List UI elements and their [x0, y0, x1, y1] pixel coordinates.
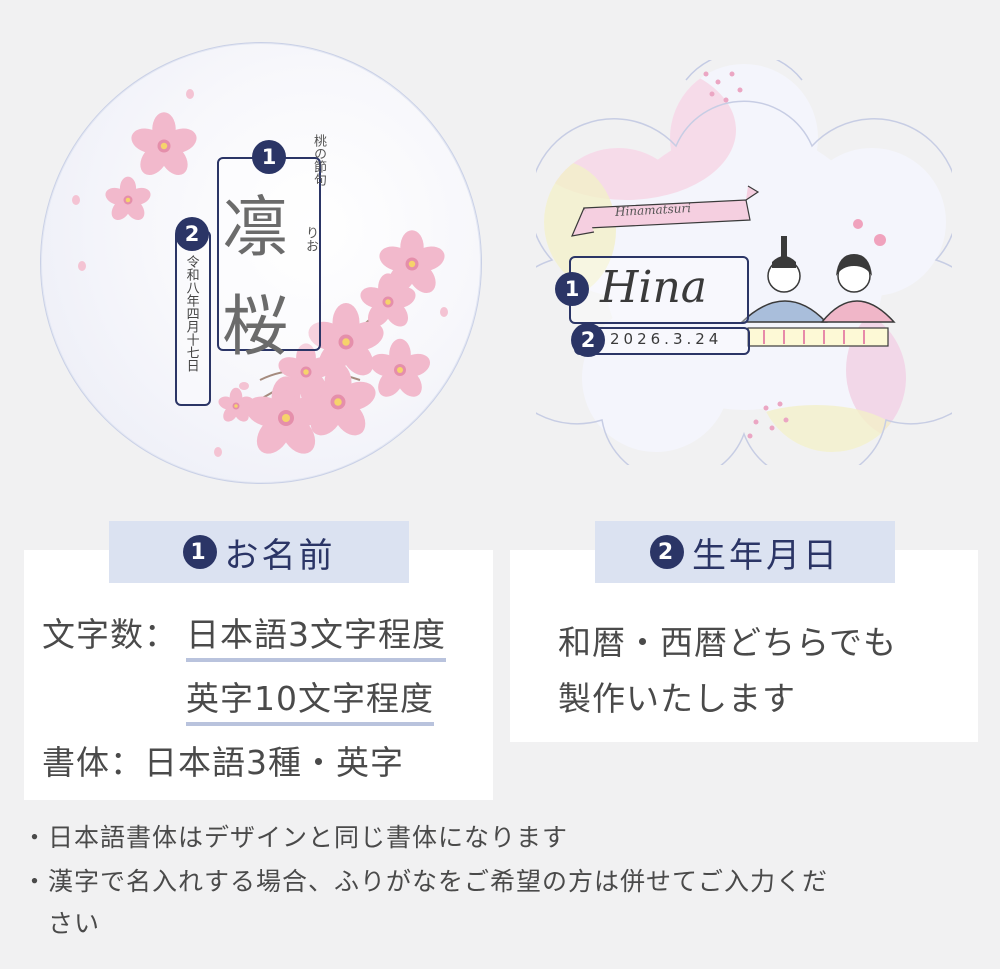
note-furigana-cont: さい: [48, 909, 101, 938]
date-tab-label: 生年月日: [692, 535, 840, 576]
plum-name-badge: 1: [555, 272, 589, 306]
plum-name-frame: [569, 256, 749, 324]
date-frame: [175, 230, 211, 406]
date-tab-badge: 2: [650, 535, 684, 569]
date-info-line1: 和暦・西暦どちらでも: [558, 623, 898, 662]
date-info-tab: 2 生年月日: [595, 521, 895, 583]
festival-text: 桃の節句: [311, 134, 326, 186]
date-badge: 2: [175, 217, 209, 251]
char-count-english: 英字10文字程度: [186, 672, 434, 726]
name-tab-badge: 1: [182, 535, 217, 569]
name-info-card: [24, 550, 493, 800]
name-frame: [217, 157, 321, 351]
name-tab-label: お名前: [224, 535, 336, 576]
note-furigana: ・漢字で名入れする場合、ふりがなをご希望の方は併せてご入力くだ: [22, 867, 829, 896]
name-kanji-text: 凛桜: [222, 189, 288, 365]
vertical-date-text: 令和八年四月十七日: [183, 255, 199, 372]
plum-date-badge: 2: [571, 323, 605, 357]
font-info-text: 書体：日本語3種・英字: [42, 743, 404, 782]
name-badge: 1: [252, 140, 286, 174]
char-count-japanese: 日本語3文字程度: [186, 608, 446, 662]
plum-date-text: 2026.3.24: [610, 330, 723, 348]
plum-name-script: Hina: [600, 262, 708, 313]
date-info-line2: 製作いたします: [558, 679, 796, 718]
name-info-tab: 1 お名前: [109, 521, 409, 583]
furigana-text: りお: [303, 226, 318, 252]
note-font: ・日本語書体はデザインと同じ書体になります: [22, 823, 569, 852]
sakura-illustration: [72, 89, 448, 461]
char-count-label: 文字数：: [42, 615, 178, 654]
